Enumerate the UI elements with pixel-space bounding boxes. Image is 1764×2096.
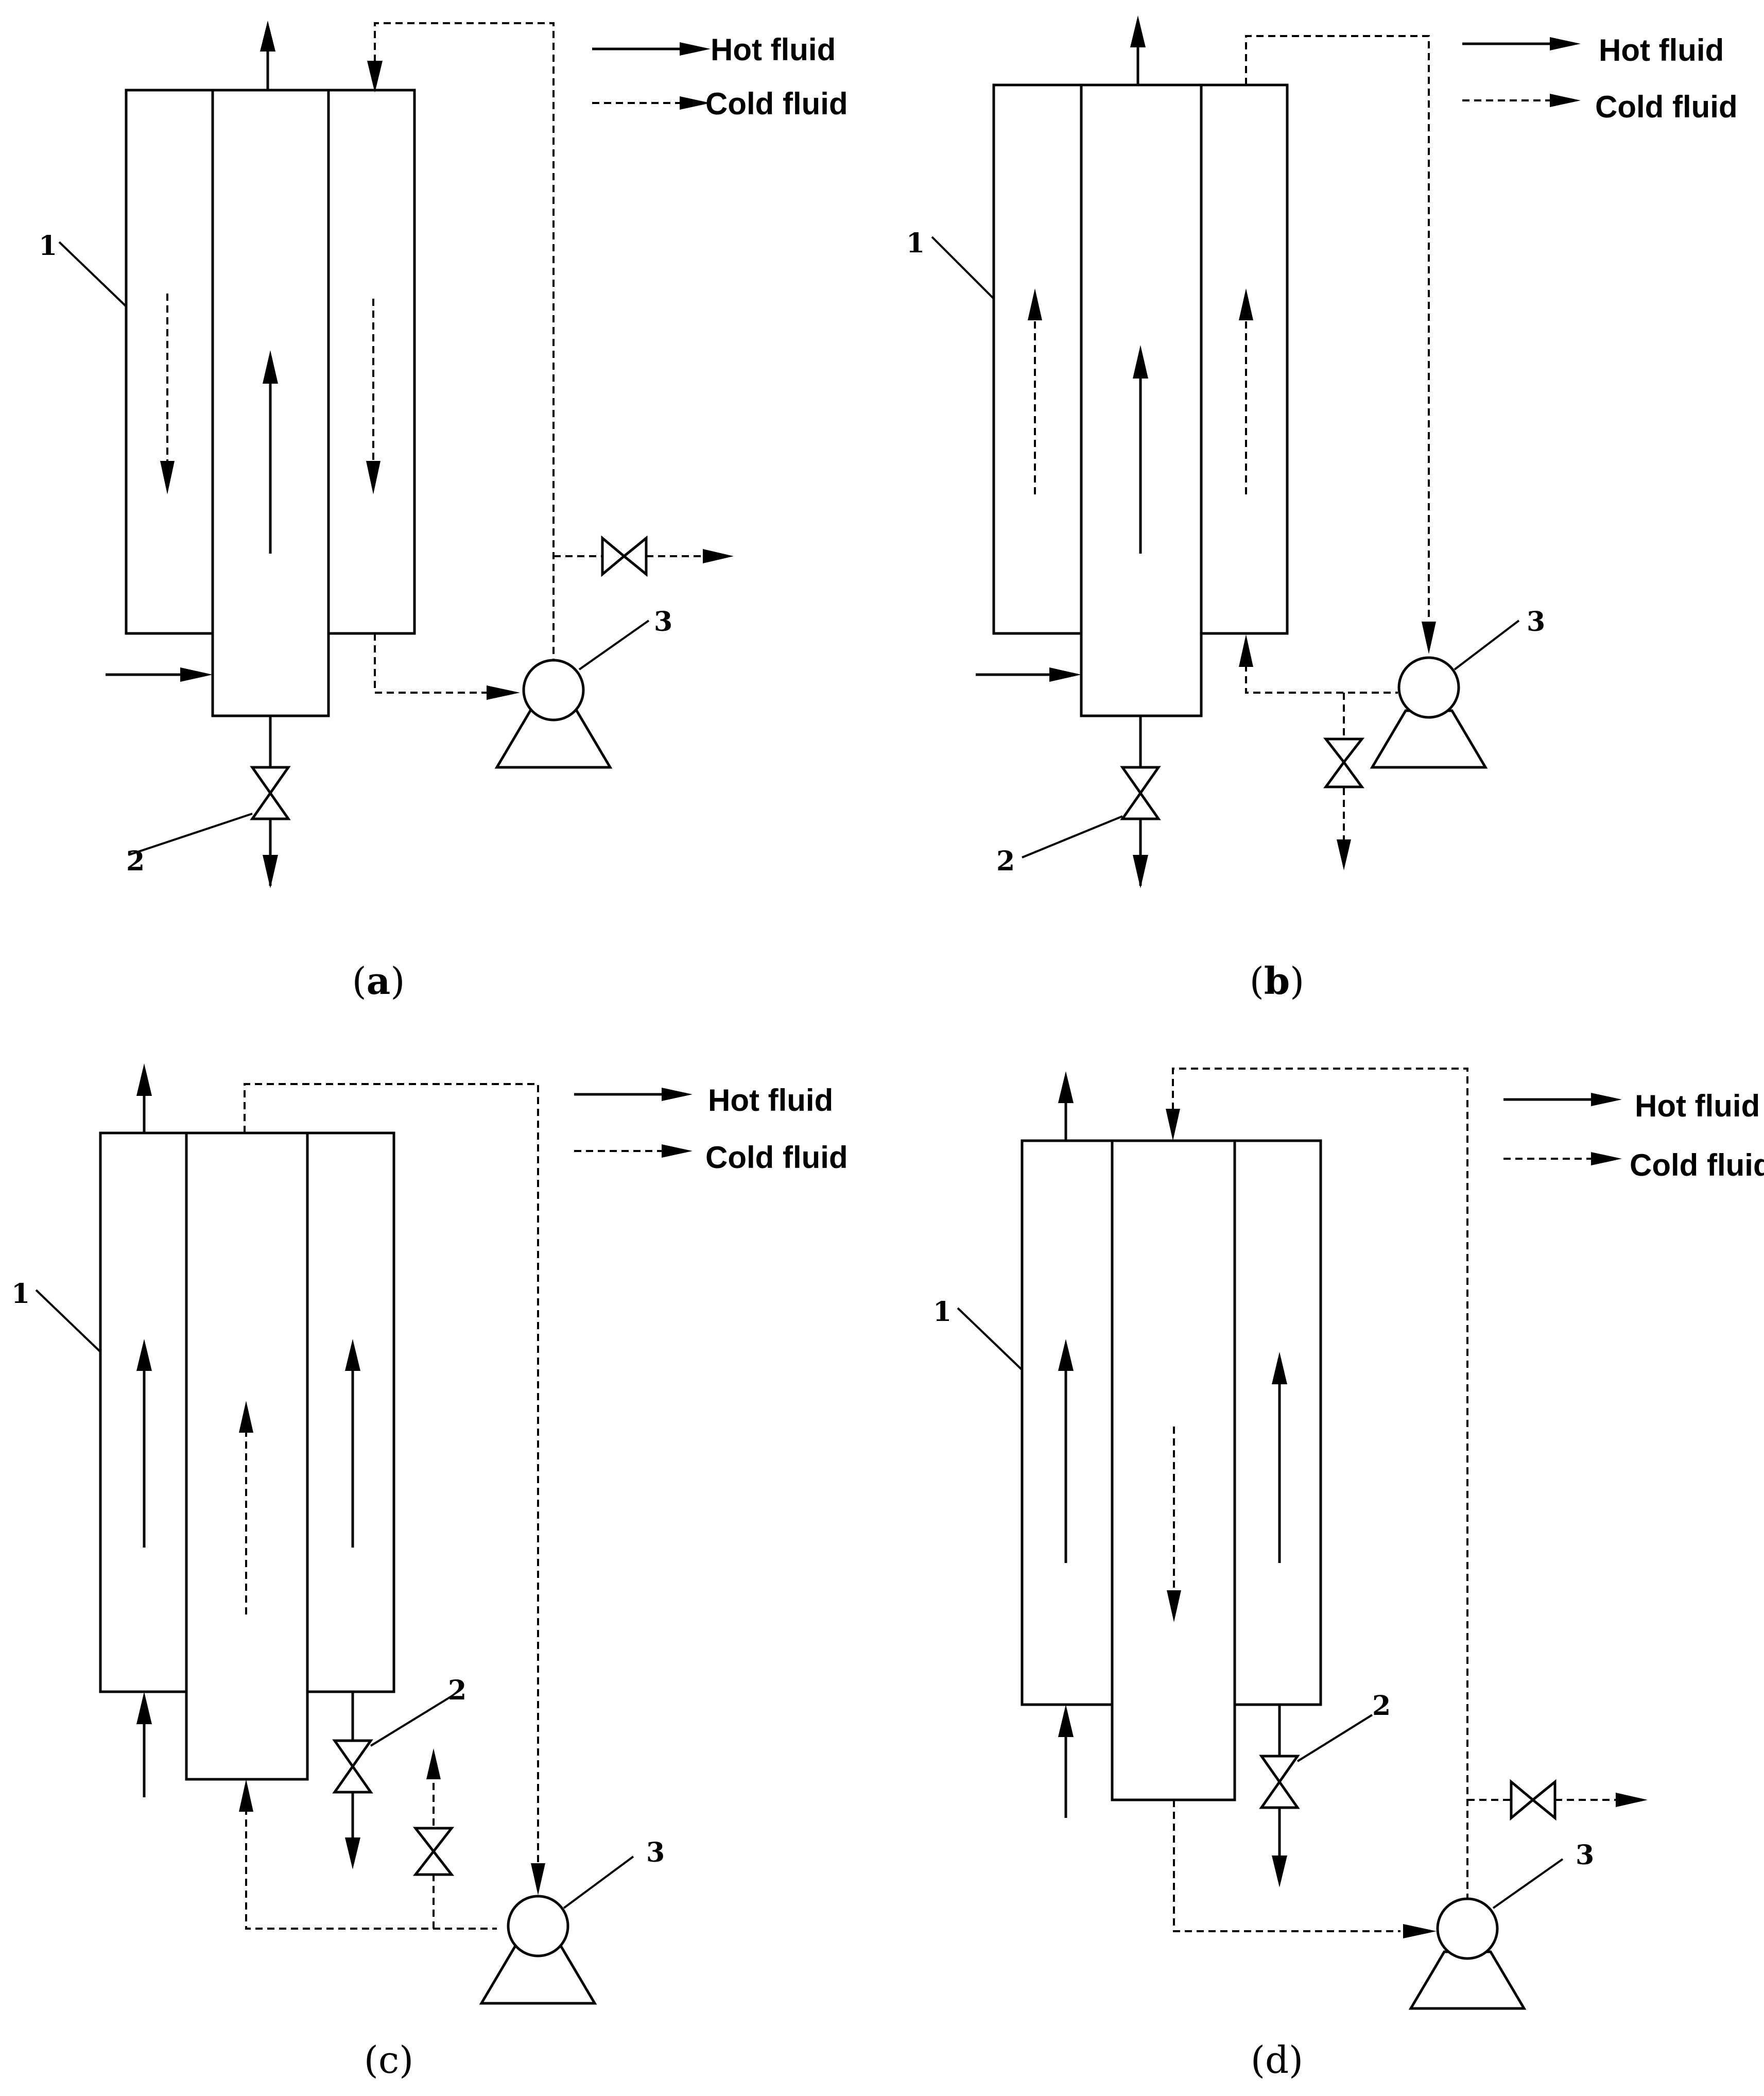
label-pump: 3	[646, 1837, 665, 1868]
cold-fluid-lines	[1034, 35, 1430, 845]
valve-cold-outlet	[601, 535, 648, 577]
cold-fluid-arrowheads	[1166, 1109, 1648, 1938]
panel-caption: (d)	[1251, 2038, 1303, 2082]
arrow-up	[136, 1339, 152, 1371]
valve-2	[1120, 766, 1161, 820]
pump-3	[1370, 656, 1488, 769]
arrow-up	[239, 1779, 253, 1812]
legend-hot: Hot fluid	[711, 32, 836, 67]
panel-c: 1 2 3 Hot fluid Cold fluid (c)	[11, 1063, 848, 2082]
cold-fluid-lines	[244, 1083, 539, 1930]
arrow-up	[1058, 1071, 1074, 1103]
legend-cold: Cold fluid	[1595, 90, 1738, 124]
arrow-up	[426, 1748, 441, 1779]
legend-cold: Cold fluid	[705, 87, 848, 121]
legend-cold: Cold fluid	[1630, 1148, 1764, 1182]
arrow-right	[1403, 1924, 1437, 1938]
arrow-up	[1028, 288, 1042, 320]
hot-fluid-arrowheads	[180, 21, 278, 888]
exchanger-body	[1021, 1139, 1322, 1801]
valve-2	[1259, 1755, 1300, 1809]
legend: Hot fluid Cold fluid	[1462, 33, 1738, 124]
cold-fluid-lines	[166, 22, 705, 718]
arrow-down	[1166, 1109, 1180, 1141]
panel-b: 1 2 3 Hot fluid Cold fluid (b)	[906, 15, 1738, 1003]
label-exchanger: 1	[906, 228, 925, 259]
legend: Hot fluid Cold fluid	[592, 32, 848, 121]
valve-2	[332, 1739, 373, 1794]
label-exchanger: 1	[39, 230, 57, 262]
arrow-up	[1239, 288, 1253, 320]
hot-fluid-arrowheads	[1049, 15, 1148, 888]
arrow-down	[1422, 622, 1436, 654]
valve-cold-drain	[1323, 737, 1365, 788]
legend-hot: Hot fluid	[708, 1083, 833, 1118]
arrow-up	[1133, 345, 1148, 379]
panel-caption: (a)	[352, 959, 405, 1003]
arrow-up	[1272, 1352, 1287, 1384]
arrow-down	[345, 1837, 360, 1869]
arrow-right	[487, 685, 520, 700]
label-pump: 3	[1576, 1840, 1594, 1871]
cold-fluid-arrowheads	[239, 1401, 545, 1895]
label-valve: 2	[448, 1675, 466, 1706]
arrow-up	[263, 350, 278, 384]
arrow-down	[1337, 839, 1351, 870]
cold-fluid-arrowheads	[1028, 288, 1436, 870]
label-pump: 3	[654, 606, 672, 638]
legend-cold: Cold fluid	[705, 1140, 848, 1175]
arrow-down	[1272, 1856, 1287, 1887]
arrow-down	[531, 1863, 545, 1895]
legend: Hot fluid Cold fluid	[574, 1083, 848, 1175]
pump-3	[494, 659, 613, 769]
arrow-up	[1130, 15, 1146, 47]
panel-a: 1 2 3 Hot fluid Cold fluid (a)	[39, 21, 848, 1003]
label-exchanger: 1	[933, 1296, 952, 1328]
arrow-up	[345, 1339, 360, 1371]
arrow-up	[239, 1401, 253, 1433]
arrow-up	[136, 1692, 152, 1724]
arrow-down	[263, 855, 278, 888]
arrow-up	[1058, 1705, 1074, 1737]
leader-lines	[931, 236, 1520, 858]
arrow-down	[367, 61, 383, 93]
label-valve: 2	[126, 846, 145, 877]
leader-lines	[957, 1307, 1564, 1909]
panel-d: 1 2 3 Hot fluid Cold fluid (d)	[933, 1068, 1764, 2082]
label-valve: 2	[996, 846, 1015, 877]
valve-2	[250, 766, 291, 820]
hot-fluid-arrowheads	[1058, 1071, 1287, 1887]
legend-hot: Hot fluid	[1599, 33, 1724, 67]
hot-fluid-arrowheads	[136, 1063, 360, 1869]
pump-3	[479, 1895, 597, 2005]
panel-caption: (c)	[364, 2038, 414, 2082]
arrow-down	[1133, 855, 1148, 888]
legend: Hot fluid Cold fluid	[1503, 1089, 1764, 1182]
arrow-down	[160, 461, 175, 494]
valve-cold-outlet	[1510, 1779, 1557, 1821]
label-pump: 3	[1527, 606, 1545, 638]
arrow-up	[1058, 1339, 1074, 1371]
valve-cold-vent	[412, 1827, 455, 1876]
arrow-right	[1049, 667, 1081, 682]
leader-lines	[35, 1289, 634, 1909]
arrow-up	[1239, 634, 1253, 667]
leader-lines	[58, 241, 650, 856]
arrow-up	[136, 1063, 152, 1096]
label-exchanger: 1	[11, 1278, 30, 1310]
arrow-right	[180, 667, 213, 682]
pump-3	[1408, 1897, 1527, 2010]
cold-fluid-lines	[1172, 1068, 1617, 1932]
arrow-down	[1167, 1590, 1181, 1622]
cold-fluid-arrowheads	[160, 61, 734, 700]
legend-hot: Hot fluid	[1635, 1089, 1760, 1123]
arrow-right	[703, 549, 734, 563]
arrow-up	[260, 21, 275, 51]
label-valve: 2	[1372, 1690, 1391, 1722]
arrow-down	[366, 461, 381, 494]
panel-caption: (b)	[1250, 959, 1305, 1003]
arrow-right	[1616, 1793, 1648, 1807]
